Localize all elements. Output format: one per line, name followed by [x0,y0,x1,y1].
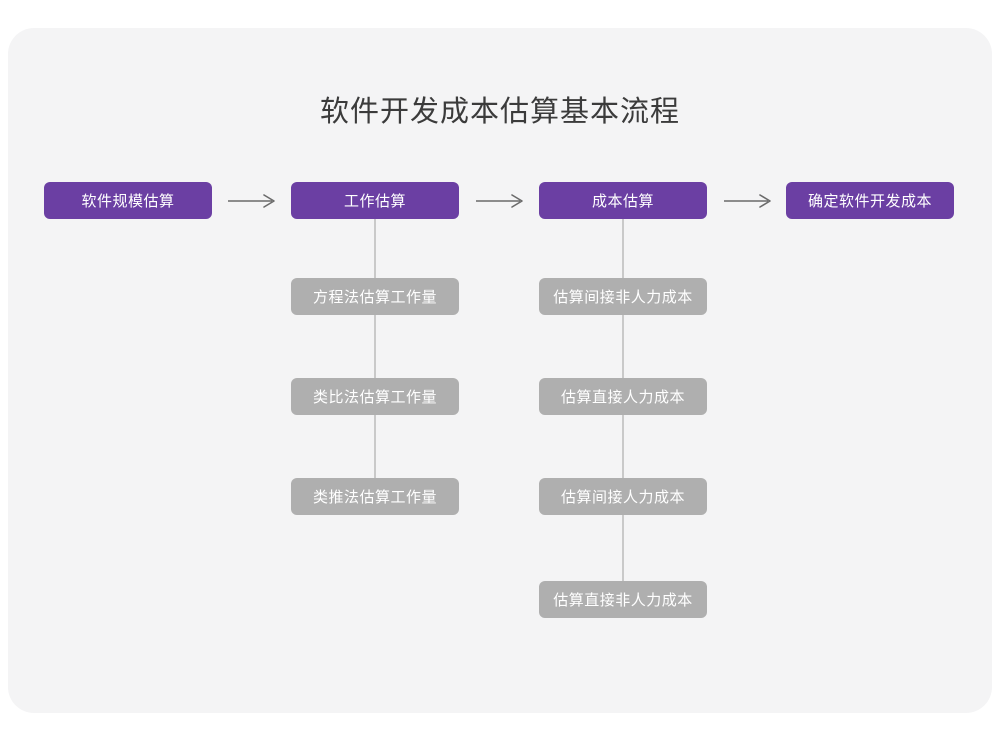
connector-line-work-3 [374,415,376,479]
arrow-right-icon-1 [226,192,278,210]
arrow-right-icon-3 [722,192,774,210]
connector-line-cost-1 [622,219,624,279]
stage-node-cost-estimation[interactable]: 成本估算 [539,182,707,219]
page-title: 软件开发成本估算基本流程 [319,96,680,128]
substep-node-cost-direct-nonlabor[interactable]: 估算直接非人力成本 [539,581,707,618]
stage-node-determine-development-cost[interactable]: 确定软件开发成本 [786,182,954,219]
substep-node-cost-indirect-nonlabor[interactable]: 估算间接非人力成本 [539,278,707,315]
stage-node-work-estimation[interactable]: 工作估算 [291,182,459,219]
stage-node-software-scale-estimation[interactable]: 软件规模估算 [44,182,212,219]
connector-line-work-2 [374,315,376,379]
substep-node-work-inference-method[interactable]: 类推法估算工作量 [291,478,459,515]
connector-line-work-1 [374,219,376,279]
substep-node-work-equation-method[interactable]: 方程法估算工作量 [291,278,459,315]
connector-line-cost-2 [622,315,624,379]
arrow-right-icon-2 [474,192,526,210]
connector-line-cost-4 [622,515,624,581]
substep-node-cost-indirect-labor[interactable]: 估算间接人力成本 [539,478,707,515]
substep-node-work-analogy-method[interactable]: 类比法估算工作量 [291,378,459,415]
substep-node-cost-direct-labor[interactable]: 估算直接人力成本 [539,378,707,415]
diagram-card [8,28,992,713]
connector-line-cost-3 [622,415,624,479]
